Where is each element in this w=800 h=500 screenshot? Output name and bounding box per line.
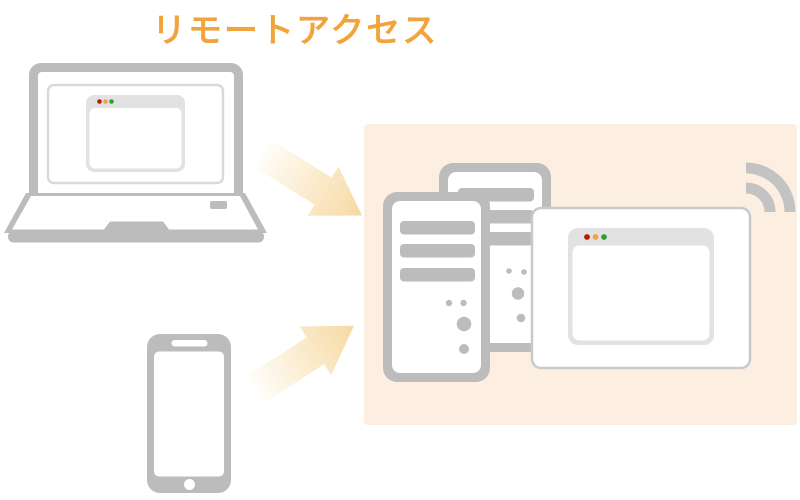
phone-screen bbox=[154, 351, 224, 477]
laptop-icon bbox=[4, 63, 267, 243]
server-front-led bbox=[459, 344, 469, 354]
laptop-base-bottom bbox=[8, 231, 264, 243]
arrow-up-right-icon bbox=[246, 325, 354, 404]
laptop-window-content bbox=[89, 108, 182, 169]
server-front-power-button bbox=[456, 316, 472, 332]
window-dot-green bbox=[601, 234, 607, 240]
server-back-led bbox=[521, 269, 527, 275]
server-tower-front-icon bbox=[383, 192, 490, 382]
window-dot-green bbox=[109, 99, 114, 104]
window-dot-red bbox=[97, 99, 102, 104]
server-front-led bbox=[460, 299, 467, 307]
arrow-phone-to-servers bbox=[246, 325, 354, 404]
server-back-led bbox=[506, 268, 512, 274]
page-title: リモートアクセス bbox=[152, 11, 438, 51]
window-dot-red bbox=[584, 234, 590, 240]
arrow-laptop-to-servers bbox=[253, 139, 363, 216]
server-back-power-button bbox=[511, 287, 525, 300]
wifi-outer-arc bbox=[745, 162, 796, 213]
phone-home-button bbox=[184, 479, 195, 490]
window-dot-orange bbox=[592, 234, 599, 240]
server-front-slot bbox=[400, 221, 475, 235]
monitor-browser-icon bbox=[530, 206, 752, 370]
wifi-inner-arc bbox=[745, 182, 776, 213]
server-front-led bbox=[445, 299, 453, 307]
wifi-signal-icon bbox=[745, 162, 796, 213]
phone-speaker bbox=[171, 340, 208, 347]
laptop-base-notch bbox=[104, 221, 169, 230]
monitor-window-content bbox=[572, 245, 710, 341]
window-dot-orange bbox=[103, 99, 108, 104]
arrow-down-right-icon bbox=[253, 139, 363, 216]
laptop-base-badge bbox=[210, 201, 227, 209]
server-front-slot bbox=[400, 268, 475, 282]
laptop-screen-outline bbox=[46, 83, 225, 185]
laptop-base bbox=[12, 196, 258, 230]
server-back-led bbox=[516, 313, 526, 323]
server-front-slot bbox=[400, 244, 475, 258]
smartphone-icon bbox=[147, 334, 231, 493]
